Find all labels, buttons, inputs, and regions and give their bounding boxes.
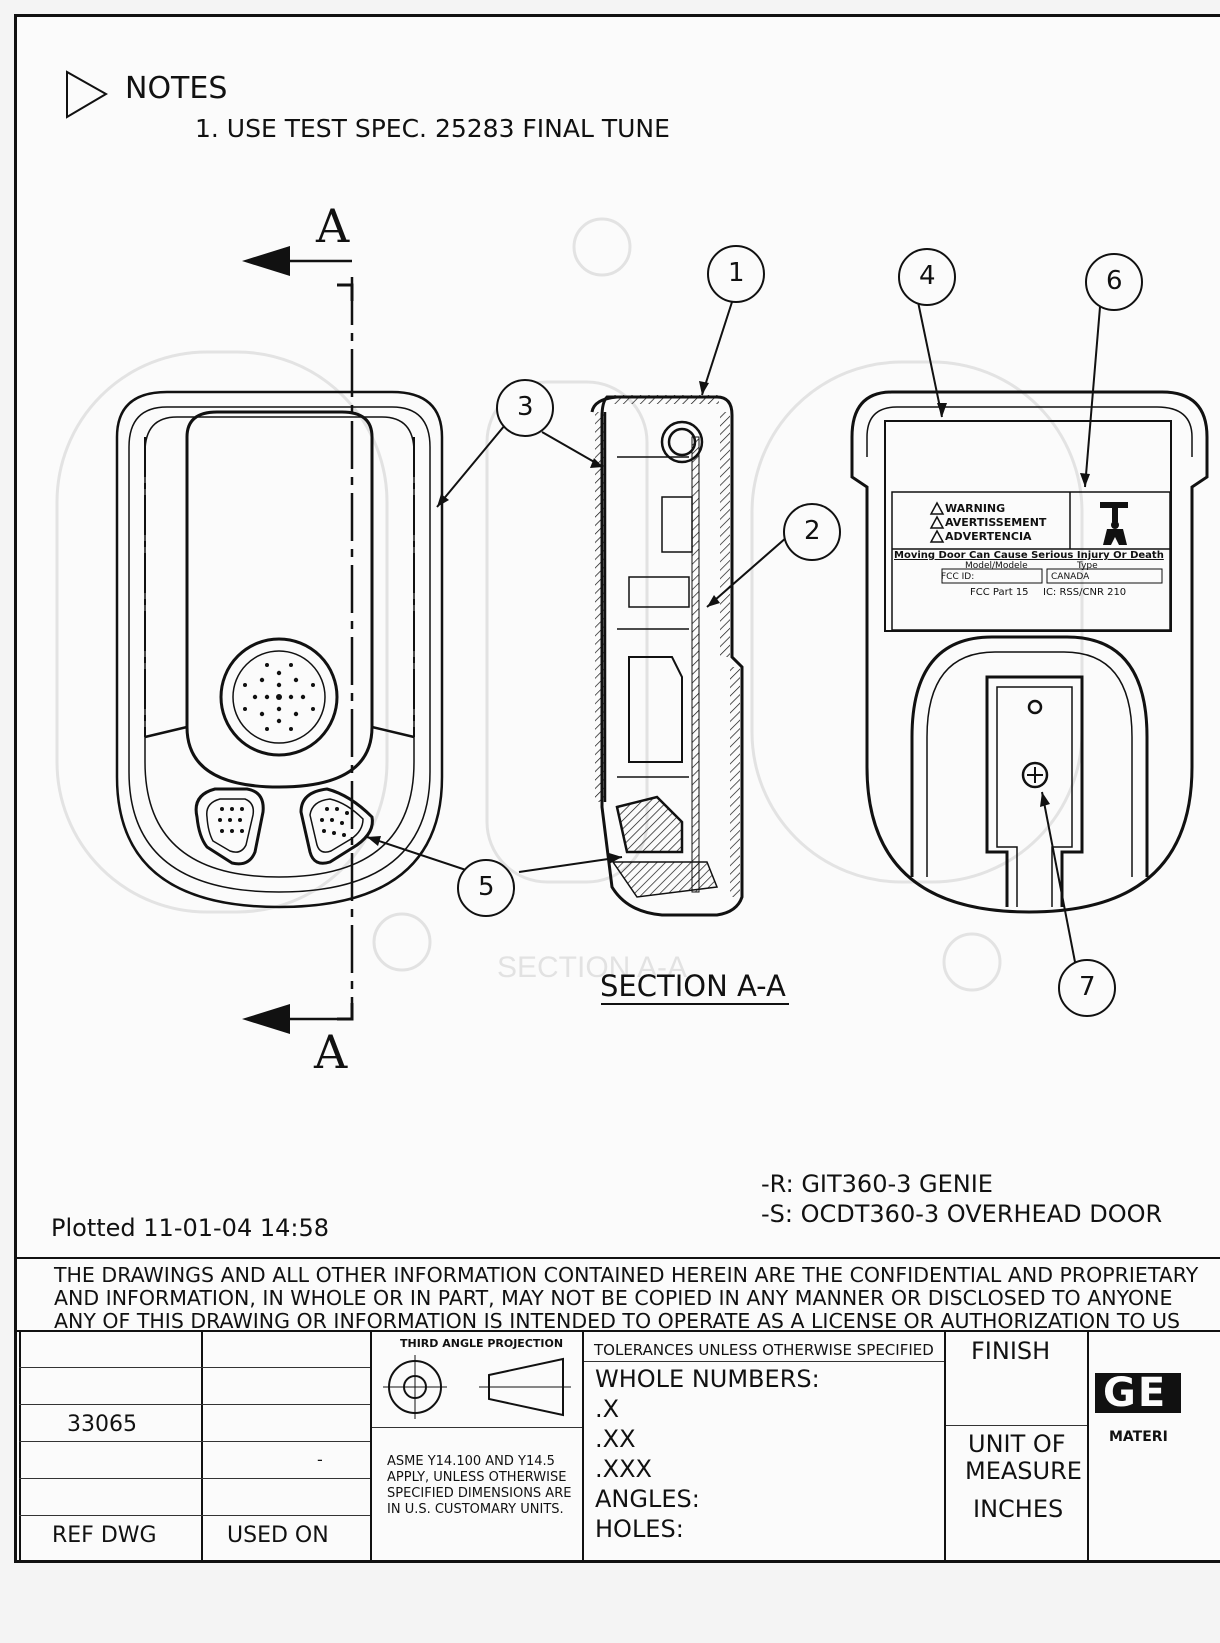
button-dots <box>218 807 349 837</box>
material-label: MATERI <box>1109 1429 1168 1445</box>
section-view <box>590 395 744 917</box>
label-warning: WARNING <box>945 502 1006 515</box>
callout-2: 2 <box>804 516 821 546</box>
tolerances-header: TOLERANCES UNLESS OTHERWISE SPECIFIED <box>594 1341 934 1359</box>
label-caution-line: Moving Door Can Cause Serious Injury Or … <box>894 550 1164 561</box>
title-block: THE DRAWINGS AND ALL OTHER INFORMATION C… <box>17 1257 1220 1560</box>
confidential-line-3: ANY OF THIS DRAWING OR INFORMATION IS IN… <box>54 1309 1181 1333</box>
ref-dwg-label: REF DWG <box>52 1523 157 1548</box>
section-cut-line <box>277 259 354 1021</box>
section-title: SECTION A-A <box>600 969 786 1003</box>
variant-s: -S: OCDT360-3 OVERHEAD DOOR <box>761 1200 1163 1228</box>
callout-1: 1 <box>728 258 745 288</box>
callout-6: 6 <box>1106 266 1123 296</box>
asme-line-3: SPECIFIED DIMENSIONS ARE <box>387 1486 572 1501</box>
screw-icon <box>1027 767 1043 783</box>
callout-5: 5 <box>478 872 495 902</box>
notes-title: NOTES <box>125 71 228 106</box>
variant-r: -R: GIT360-3 GENIE <box>761 1170 993 1198</box>
technical-drawing: SECTION A-A <box>55 70 1209 1034</box>
tol-xxx: .XXX <box>595 1455 652 1483</box>
unit-value: INCHES <box>973 1495 1064 1523</box>
section-arrow-bottom-icon <box>242 1004 290 1034</box>
section-arrow-top-icon <box>242 246 290 276</box>
tol-x: .X <box>595 1395 620 1423</box>
section-mark-top: A <box>316 199 350 253</box>
label-model: Model/Modele <box>965 561 1028 571</box>
projection-label: THIRD ANGLE PROJECTION <box>400 1337 564 1350</box>
label-ic: IC: RSS/CNR 210 <box>1043 587 1127 598</box>
plotted-date: Plotted 11-01-04 14:58 <box>51 1214 330 1242</box>
label-avertissement: AVERTISSEMENT <box>945 516 1047 529</box>
back-view <box>850 390 1209 914</box>
company-logo: GE <box>1095 1373 1182 1413</box>
tol-holes: HOLES: <box>595 1515 684 1543</box>
label-type: Type <box>1077 561 1098 571</box>
svg-text:SECTION A-A: SECTION A-A <box>497 951 687 984</box>
tol-angles: ANGLES: <box>595 1485 700 1513</box>
tol-whole-numbers: WHOLE NUMBERS: <box>595 1365 820 1393</box>
notes-delta-icon <box>66 70 109 119</box>
front-view <box>115 390 444 909</box>
speaker-holes <box>243 663 315 731</box>
tol-xx: .XX <box>595 1425 636 1453</box>
callout-balloons <box>457 245 1143 1017</box>
ghost-bleed-through: SECTION A-A <box>55 217 1084 992</box>
section-mark-bottom: A <box>314 1025 348 1079</box>
door-hazard-icon <box>1100 502 1128 545</box>
callout-7: 7 <box>1079 972 1096 1002</box>
asme-line-4: IN U.S. CUSTOMARY UNITS. <box>387 1502 564 1517</box>
leader-arrowheads <box>367 381 1090 864</box>
ref-number: 33065 <box>67 1412 137 1437</box>
label-fcc-part: FCC Part 15 <box>970 587 1029 598</box>
drawing-sheet: SECTION A-A <box>14 14 1220 1563</box>
callout-3: 3 <box>517 392 534 422</box>
asme-line-1: ASME Y14.100 AND Y14.5 <box>387 1454 555 1469</box>
unit-of-label: UNIT OF <box>968 1430 1066 1458</box>
used-on-dash: - <box>317 1450 323 1469</box>
label-fcc-id: FCC ID: <box>941 572 975 582</box>
label-canada: CANADA <box>1051 572 1090 582</box>
callout-4: 4 <box>919 261 936 291</box>
used-on-label: USED ON <box>227 1523 329 1548</box>
measure-label: MEASURE <box>965 1457 1082 1485</box>
finish-label: FINISH <box>971 1337 1051 1365</box>
asme-line-2: APPLY, UNLESS OTHERWISE <box>387 1470 567 1485</box>
confidential-line-1: THE DRAWINGS AND ALL OTHER INFORMATION C… <box>54 1263 1199 1287</box>
note-item-1: 1. USE TEST SPEC. 25283 FINAL TUNE <box>195 114 670 143</box>
third-angle-projection-icon <box>383 1355 571 1419</box>
hazard-icons <box>929 501 945 543</box>
label-advertencia: ADVERTENCIA <box>945 530 1032 543</box>
confidential-line-2: AND INFORMATION, IN WHOLE OR IN PART, MA… <box>54 1286 1173 1310</box>
